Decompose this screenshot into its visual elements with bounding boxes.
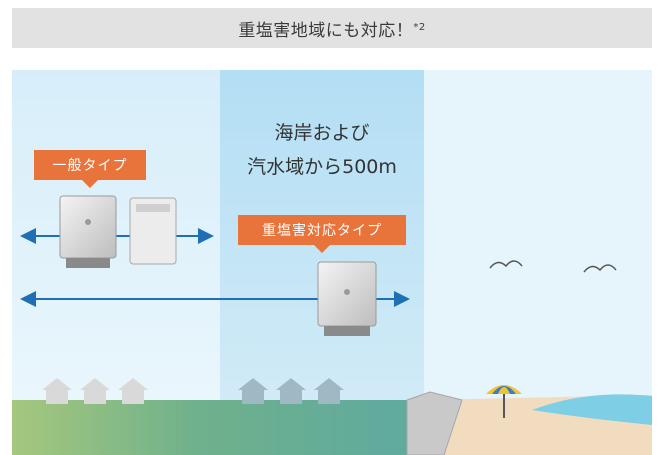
coastal-zone-line2: 汽水域から500m: [247, 156, 397, 178]
houses-coastal: [238, 378, 344, 404]
sea-water: [532, 394, 652, 425]
coastal-scene: 海岸および 汽水域から500m 一般タイプ 重塩害対応タイプ: [12, 70, 652, 455]
sea-sky: [424, 70, 652, 410]
header-title: 重塩害地域にも対応！: [238, 20, 414, 41]
footnote-marker: *2: [413, 21, 426, 33]
salt-resistant-battery-unit: [317, 261, 377, 336]
ground: [12, 400, 420, 455]
seawall: [406, 391, 463, 455]
header-banner: 重塩害地域にも対応！*2: [12, 8, 652, 48]
seagull-icon: [583, 264, 617, 273]
seagull-icon: [489, 260, 523, 269]
coastal-zone-label: 海岸および 汽水域から500m: [220, 116, 424, 184]
coastal-zone-line1: 海岸および: [274, 122, 370, 144]
standard-type-tag: 一般タイプ: [34, 150, 146, 188]
standard-power-conditioner: [129, 197, 177, 265]
salt-resistant-type-tag: 重塩害対応タイプ: [238, 215, 406, 253]
beach-umbrella-icon: [486, 385, 522, 418]
houses-inland: [42, 378, 148, 404]
standard-battery-unit: [59, 195, 117, 268]
